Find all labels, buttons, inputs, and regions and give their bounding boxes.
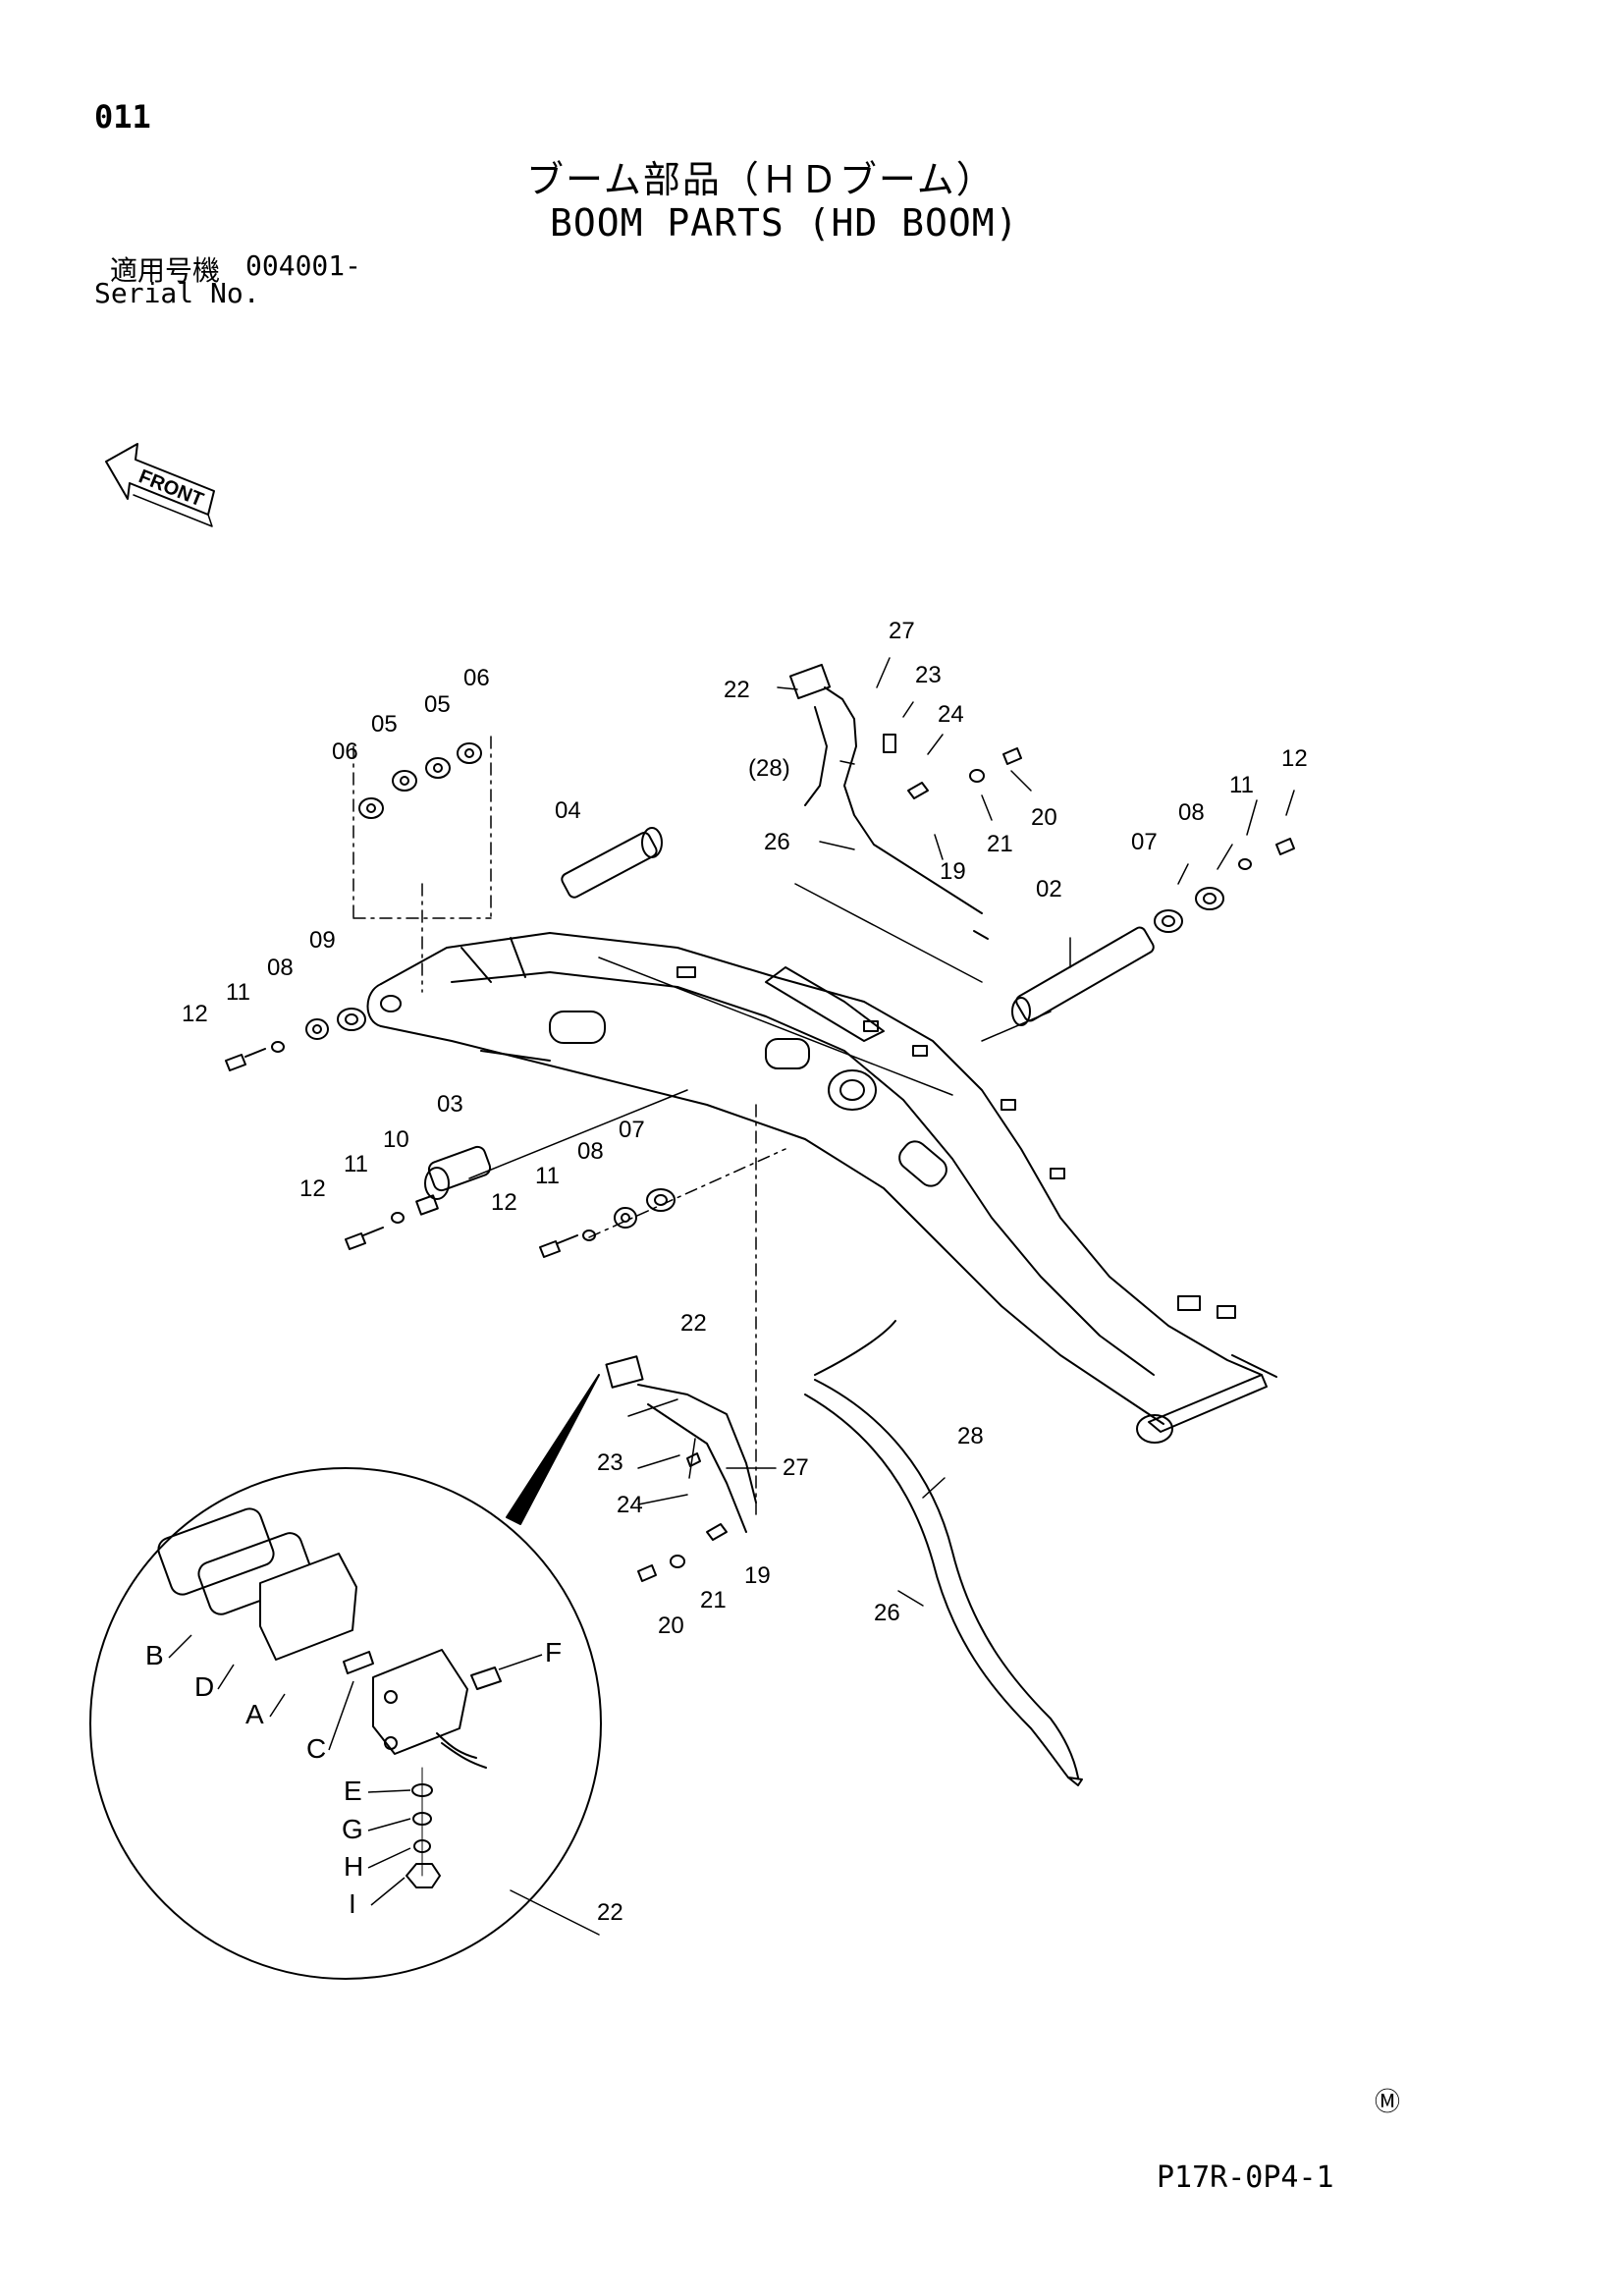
callout-21-middle: 21	[700, 1587, 727, 1613]
callout-23-top: 23	[915, 662, 942, 688]
page-title-japanese: ブーム部品（ＨＤブーム）	[526, 158, 996, 201]
callout-12-middle: 12	[299, 1175, 326, 1202]
callout-22-circle: 22	[597, 1899, 623, 1926]
callout-10: 10	[383, 1126, 409, 1153]
callout-05-a: 05	[371, 711, 398, 738]
serial-label: Serial No.	[94, 277, 260, 309]
pin-03	[424, 1145, 492, 1200]
callout-08-middle: 08	[577, 1138, 604, 1165]
callout-06-a: 06	[332, 738, 358, 765]
callout-26-middle: 26	[874, 1600, 900, 1626]
callout-21-top: 21	[987, 831, 1013, 857]
callout-11-bottom: 11	[535, 1163, 560, 1189]
callout-12-right: 12	[1281, 745, 1308, 772]
callout-02: 02	[1036, 876, 1062, 902]
callout-28-middle: 28	[957, 1423, 984, 1449]
callout-03: 03	[437, 1091, 463, 1118]
callout-12-bottom: 12	[491, 1189, 517, 1216]
callout-07-middle: 07	[619, 1117, 645, 1143]
page-number: 011	[94, 98, 151, 136]
callout-23-middle: 23	[597, 1449, 623, 1476]
detail-label-e: E	[344, 1776, 362, 1806]
callout-07-right: 07	[1131, 829, 1158, 855]
front-label: FRONT	[135, 465, 206, 511]
callout-27-middle: 27	[783, 1454, 809, 1481]
drawing-code: P17R-0P4-1	[1157, 2160, 1334, 2195]
page-title: BOOM PARTS (HD BOOM)	[550, 201, 1019, 245]
callout-08-right: 08	[1178, 799, 1205, 826]
callout-04: 04	[555, 797, 581, 824]
callout-27-top: 27	[889, 618, 915, 644]
pin-04	[561, 827, 663, 899]
detail-label-g: G	[342, 1814, 363, 1844]
detail-label-i: I	[349, 1888, 356, 1919]
callout-24-top: 24	[938, 701, 964, 728]
pin-02	[1011, 926, 1155, 1026]
callout-24-middle: 24	[617, 1492, 643, 1518]
callout-11-right: 11	[1229, 772, 1254, 798]
callout-09: 09	[309, 927, 336, 954]
boom-body	[366, 932, 1277, 1444]
detail-label-d: D	[194, 1671, 214, 1702]
callout-22-top: 22	[724, 677, 750, 703]
detail-label-a: A	[245, 1699, 264, 1729]
front-arrow-icon: FRONT	[105, 443, 215, 527]
callout-05-b: 05	[424, 691, 451, 718]
callout-11-left: 11	[226, 979, 250, 1006]
callout-26-top: 26	[764, 829, 790, 855]
callout-28-paren: (28)	[748, 755, 790, 782]
callout-11-middle: 11	[344, 1151, 368, 1177]
callout-20-middle: 20	[658, 1613, 684, 1639]
callout-22-middle: 22	[680, 1310, 707, 1337]
callout-08-left: 08	[267, 955, 294, 981]
detail-label-c: C	[306, 1733, 326, 1764]
detail-label-h: H	[344, 1851, 363, 1882]
callout-12-left: 12	[182, 1001, 208, 1027]
callout-19-middle: 19	[744, 1562, 771, 1589]
detail-label-f: F	[545, 1637, 562, 1667]
serial-number-value: 004001-	[245, 249, 362, 282]
detail-label-b: B	[145, 1640, 164, 1670]
serial-label-japanese: 適用号機	[110, 254, 221, 287]
detail-circle	[89, 1467, 602, 1980]
m-mark-icon: Ⓜ	[1375, 2088, 1401, 2117]
callout-20-top: 20	[1031, 804, 1057, 831]
callout-06-b: 06	[463, 665, 490, 691]
callout-19-top: 19	[940, 858, 966, 885]
